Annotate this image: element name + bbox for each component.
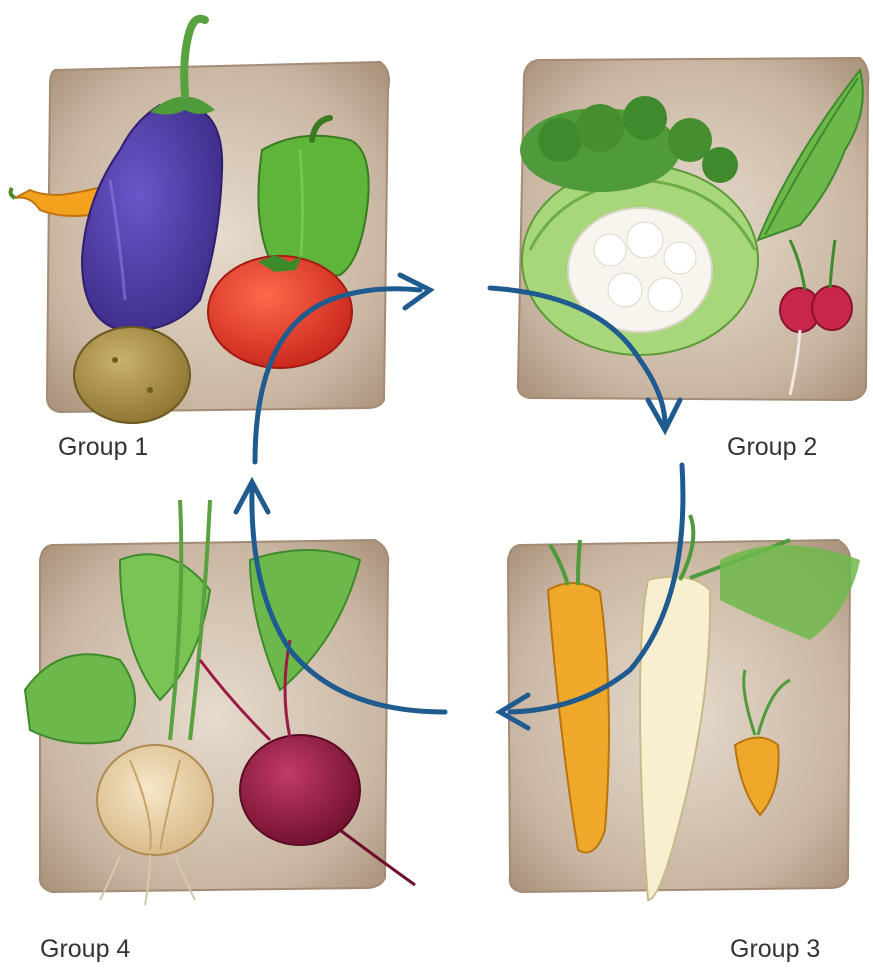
group-3-label: Group 3: [730, 935, 820, 964]
group-1: [11, 19, 389, 423]
potato-icon: [74, 327, 190, 423]
group-4: [25, 500, 415, 905]
group-3: [508, 515, 860, 900]
group-2: [518, 58, 869, 400]
group-1-label: Group 1: [58, 433, 148, 462]
group-4-label: Group 4: [40, 935, 130, 964]
group-2-label: Group 2: [727, 433, 817, 462]
tomato-icon: [208, 255, 352, 368]
